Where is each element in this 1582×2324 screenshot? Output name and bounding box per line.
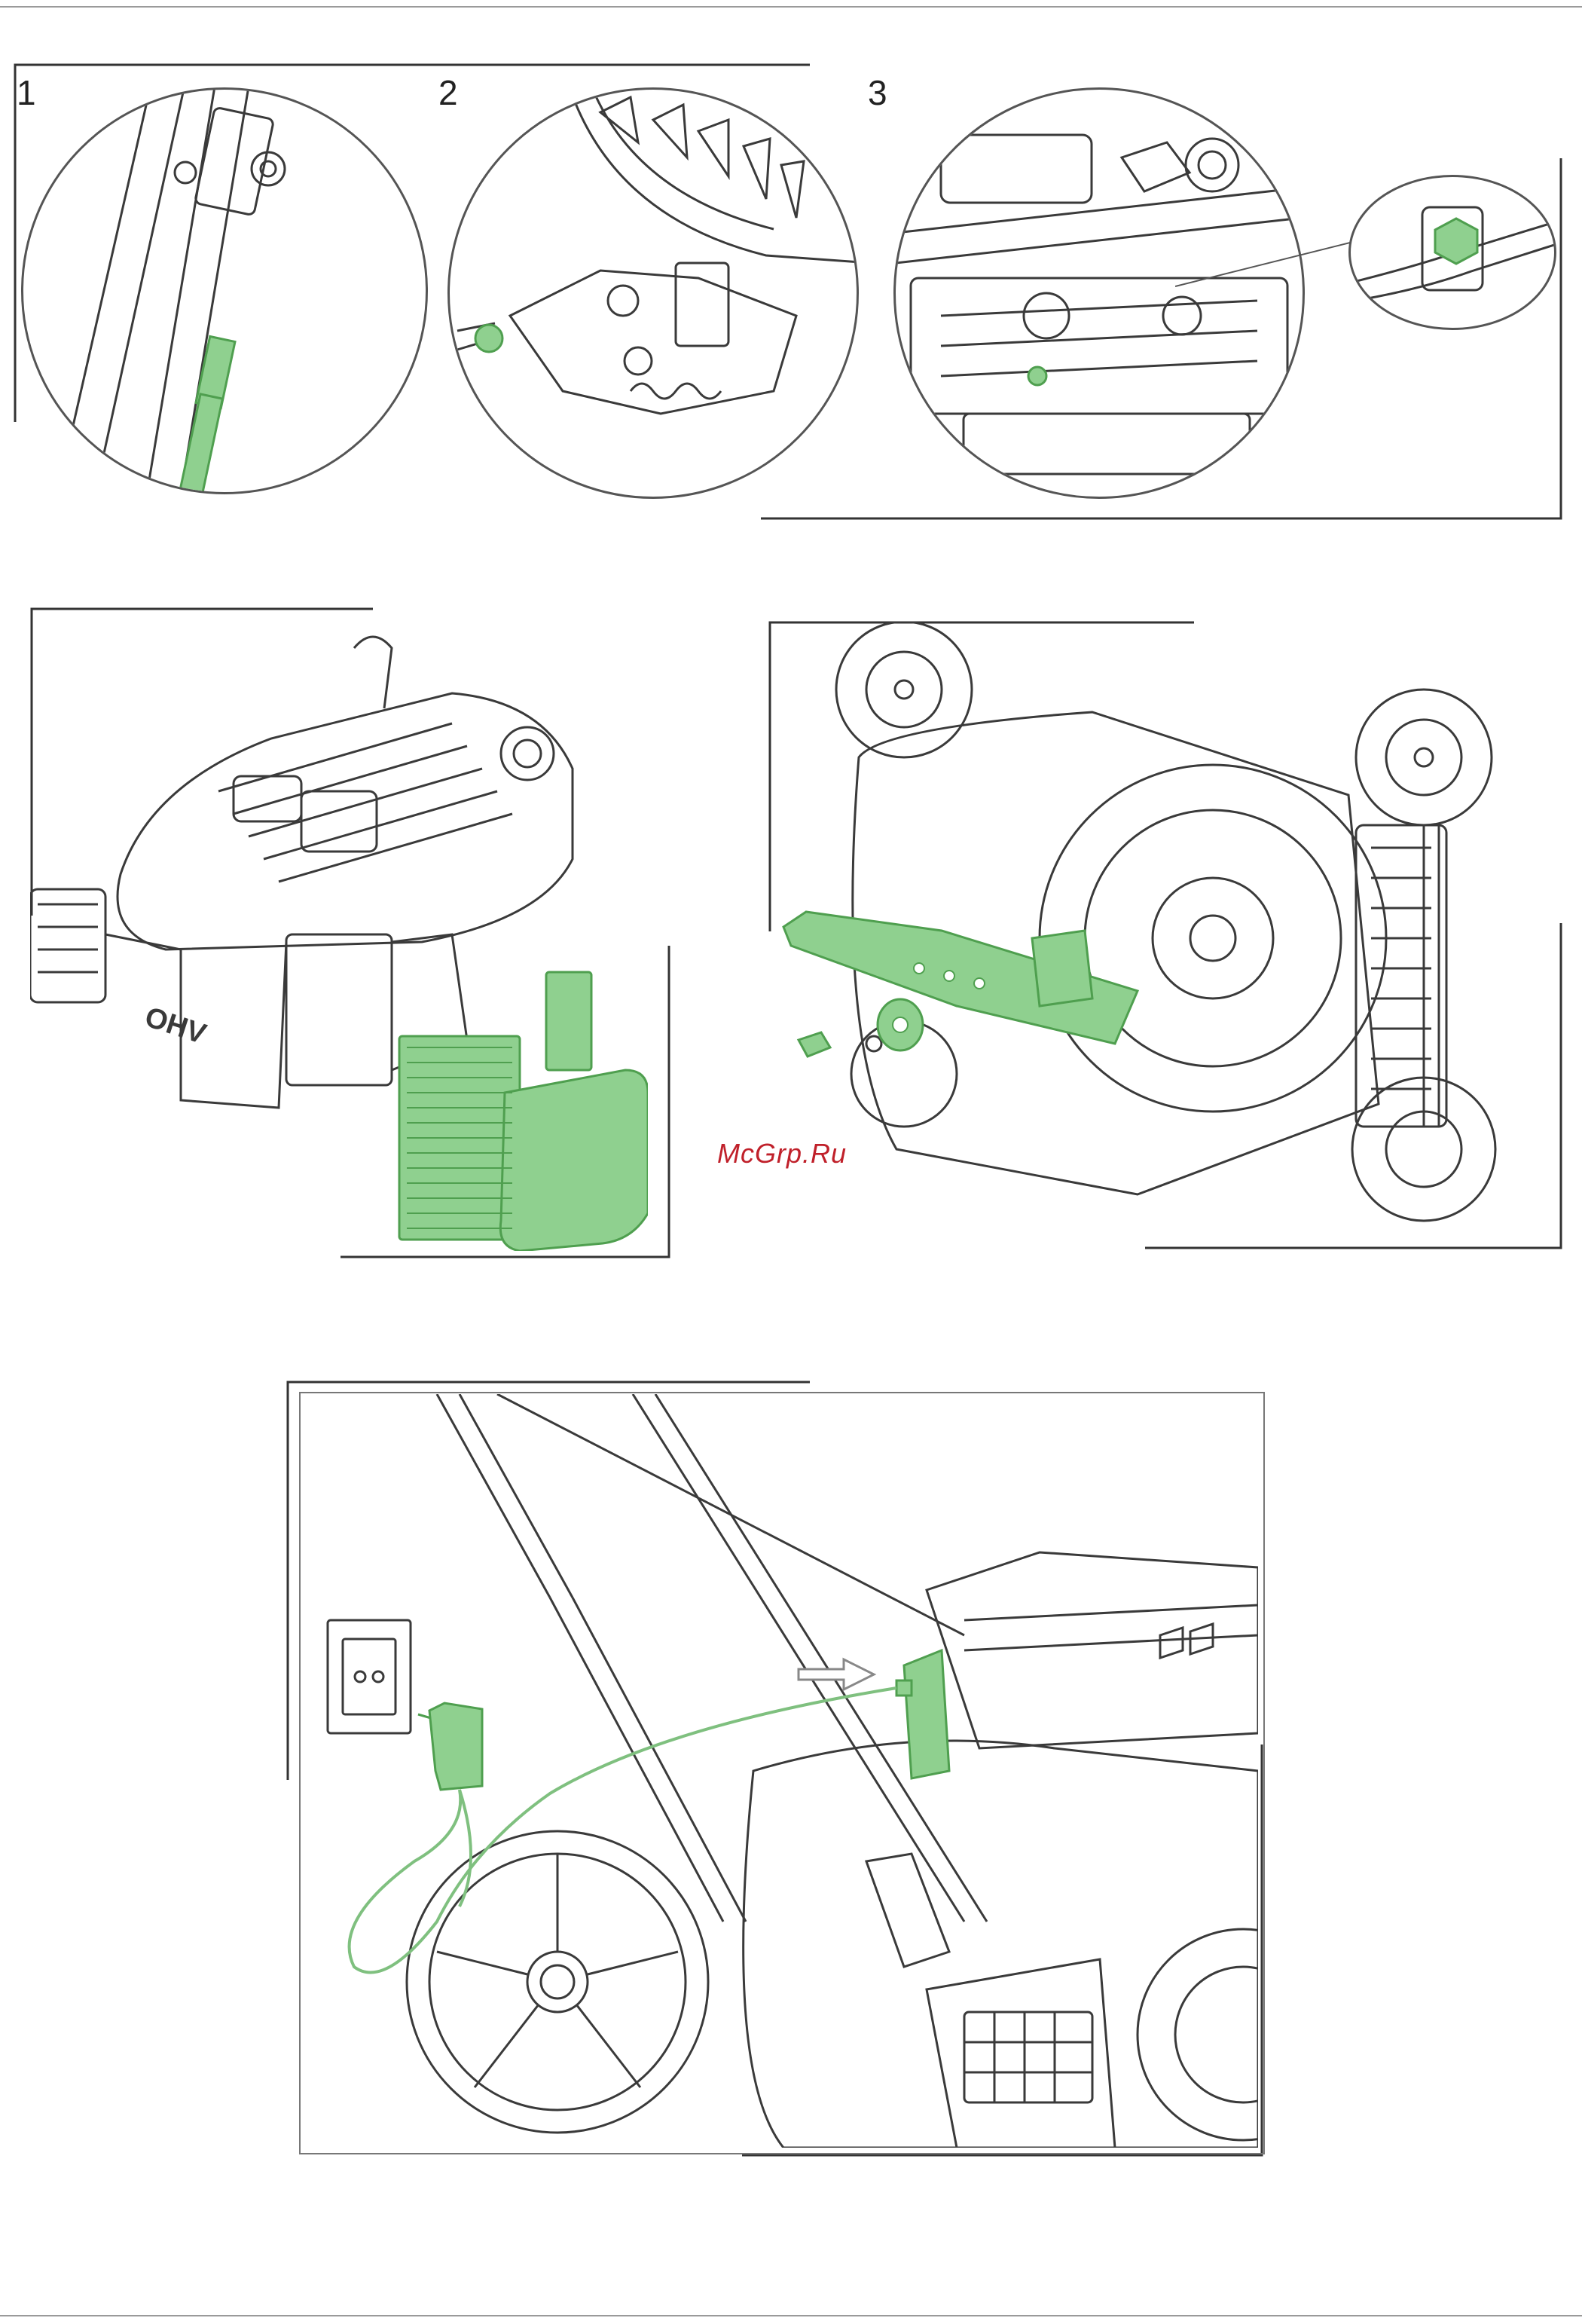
watermark-text: McGrp.Ru [717, 1138, 847, 1170]
engine-air-filter-illustration: OHV [30, 618, 648, 1251]
throttle-lever-icon [450, 90, 857, 497]
detail-circle-handle [21, 87, 428, 494]
air-filter-icon: OHV [30, 618, 648, 1251]
engine-badge: OHV [141, 1001, 210, 1051]
detail-circle-throttle [447, 87, 859, 499]
battery-charger-scene [301, 1394, 1258, 2148]
cable-clip-icon [23, 90, 426, 492]
charger-illustration [301, 1394, 1258, 2148]
bottom-page-rule [0, 2315, 1582, 2316]
top-page-rule [0, 6, 1582, 8]
arrow-right-icon [799, 1659, 874, 1689]
step-number-2: 2 [438, 72, 458, 113]
nut-zoom-drawing [1351, 177, 1554, 328]
detail-circle-nut-zoom [1348, 175, 1556, 330]
mower-blade-icon [776, 622, 1544, 1240]
step-number-3: 3 [868, 72, 887, 113]
mower-blade-illustration [776, 622, 1544, 1240]
step-number-1: 1 [17, 72, 36, 113]
